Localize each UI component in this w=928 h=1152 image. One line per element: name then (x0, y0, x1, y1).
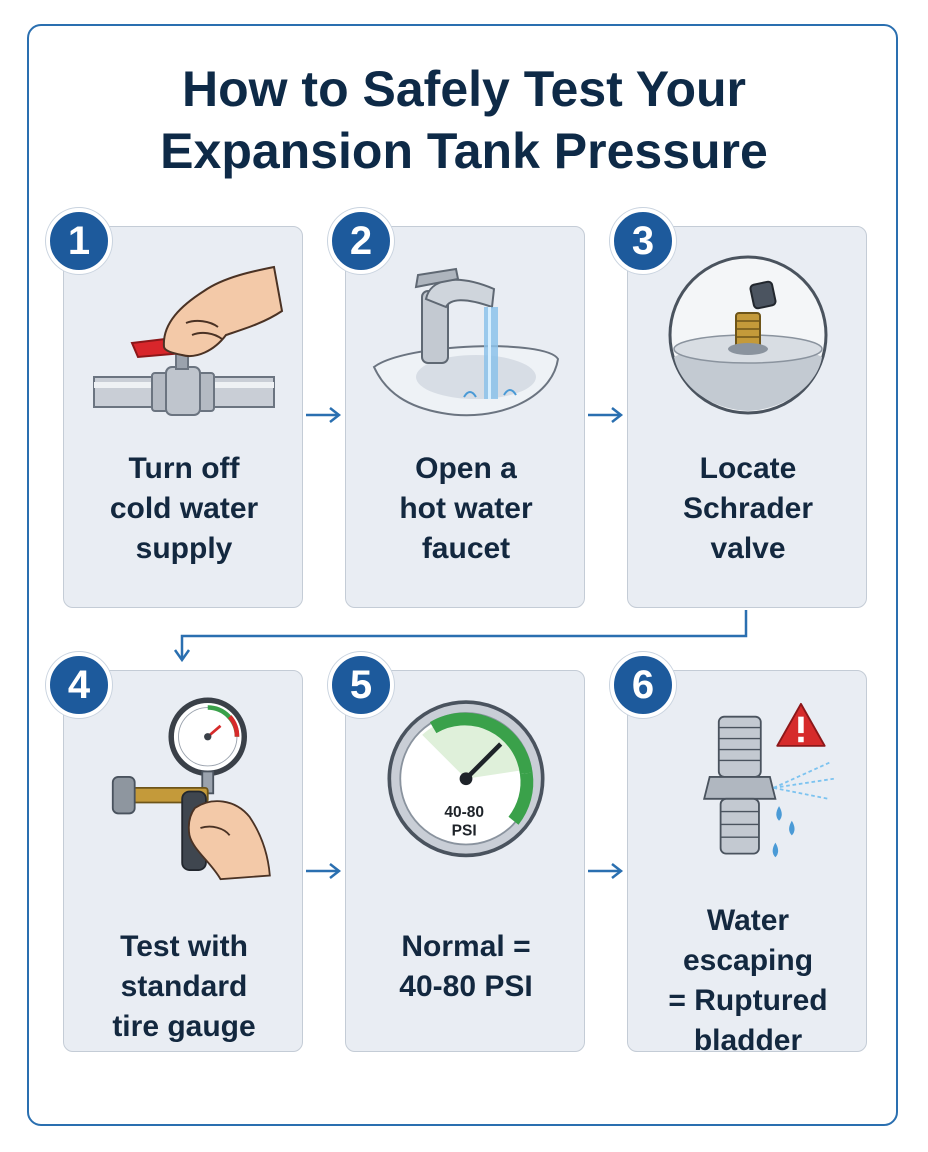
step-1-caption: Turn off cold water supply (64, 449, 304, 569)
step-card-6: Water escaping = Ruptured bladder (627, 670, 867, 1057)
caption-line: tire gauge (112, 1010, 256, 1043)
caption-line: Open a (415, 452, 517, 485)
gauge-label-line-2: PSI (452, 822, 477, 839)
pressure-gauge-icon: 40-80 PSI (387, 700, 545, 858)
shutoff-valve-hand-icon (93, 265, 284, 416)
step-card-4: Test with standard tire gauge (63, 670, 303, 1052)
arrow-right-icon (306, 407, 342, 423)
caption-line: cold water (109, 492, 259, 525)
faucet-icon (372, 267, 560, 417)
step-number-badge: 1 (46, 208, 112, 274)
caption-line: faucet (421, 532, 511, 565)
infographic-frame (27, 24, 898, 1126)
title-line-1: How to Safely Test Your (182, 61, 746, 117)
caption-line: Normal = (401, 930, 531, 963)
arrow-right-icon (306, 863, 342, 879)
schrader-valve-icon (668, 255, 828, 415)
caption-line: Test with (120, 930, 248, 963)
caption-line: 40-80 PSI (399, 970, 533, 1003)
caption-line: Locate (699, 452, 797, 485)
title-line-2: Expansion Tank Pressure (160, 123, 768, 179)
step-number-badge: 6 (610, 652, 676, 718)
tire-gauge-icon (111, 697, 271, 881)
caption-line: escaping (682, 944, 814, 977)
caption-line: supply (135, 532, 233, 565)
caption-line: Water (706, 904, 790, 937)
step-number-badge: 3 (610, 208, 676, 274)
leaking-valve-icon (703, 702, 834, 858)
step-3-caption: Locate Schrader valve (628, 449, 868, 569)
step-number-badge: 5 (328, 652, 394, 718)
caption-line: Turn off (128, 452, 240, 485)
step-number-badge: 4 (46, 652, 112, 718)
page-title: How to Safely Test Your Expansion Tank P… (0, 58, 928, 182)
step-card-5: 40-80 PSI Normal = 40-80 PSI (345, 670, 585, 1052)
caption-line: hot water (399, 492, 533, 525)
row-connector-arrow-icon (173, 610, 748, 663)
step-5-caption: Normal = 40-80 PSI (346, 927, 586, 1007)
step-4-caption: Test with standard tire gauge (64, 927, 304, 1047)
step-card-3: Locate Schrader valve (627, 226, 867, 608)
caption-line: standard (120, 970, 248, 1003)
arrow-right-icon (588, 407, 624, 423)
caption-line: bladder (693, 1024, 803, 1057)
caption-line: valve (710, 532, 786, 565)
step-card-1: Turn off cold water supply (63, 226, 303, 608)
gauge-label-line-1: 40-80 (444, 804, 484, 821)
step-6-caption: Water escaping = Ruptured bladder (628, 901, 868, 1061)
step-number-badge: 2 (328, 208, 394, 274)
arrow-right-icon (588, 863, 624, 879)
step-2-caption: Open a hot water faucet (346, 449, 586, 569)
caption-line: Schrader (682, 492, 814, 525)
step-card-2: Open a hot water faucet (345, 226, 585, 608)
caption-line: = Ruptured (668, 984, 828, 1017)
